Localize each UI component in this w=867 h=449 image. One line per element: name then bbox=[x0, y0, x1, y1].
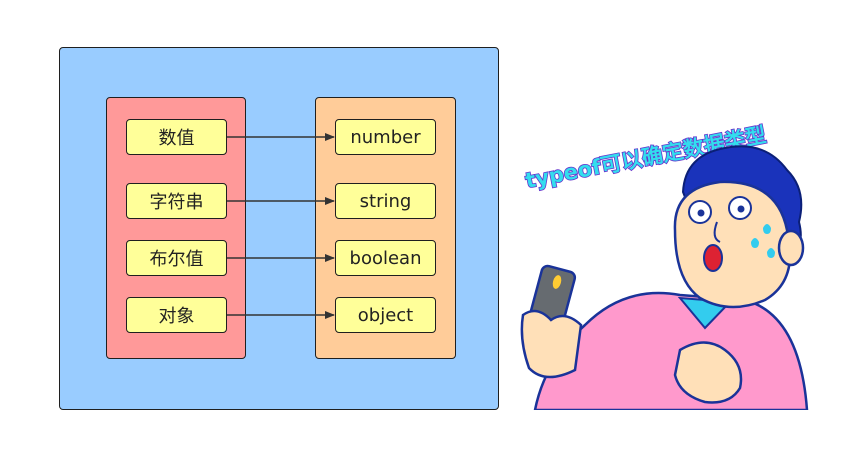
node-object-value: 对象 bbox=[126, 297, 227, 333]
node-number-value: 数值 bbox=[126, 119, 227, 155]
mouth bbox=[703, 244, 723, 272]
holding-hand bbox=[520, 309, 583, 379]
node-boolean-type: boolean bbox=[335, 240, 436, 276]
chest-hand bbox=[673, 341, 743, 404]
node-object-type: object bbox=[335, 297, 436, 333]
tear-drop bbox=[763, 224, 771, 234]
node-boolean-value: 布尔值 bbox=[126, 240, 227, 276]
ear bbox=[777, 229, 805, 267]
node-string-type: string bbox=[335, 183, 436, 219]
node-string-value: 字符串 bbox=[126, 183, 227, 219]
node-number-type: number bbox=[335, 119, 436, 155]
meme-illustration: typeof可以确定数据类型 bbox=[520, 122, 809, 410]
